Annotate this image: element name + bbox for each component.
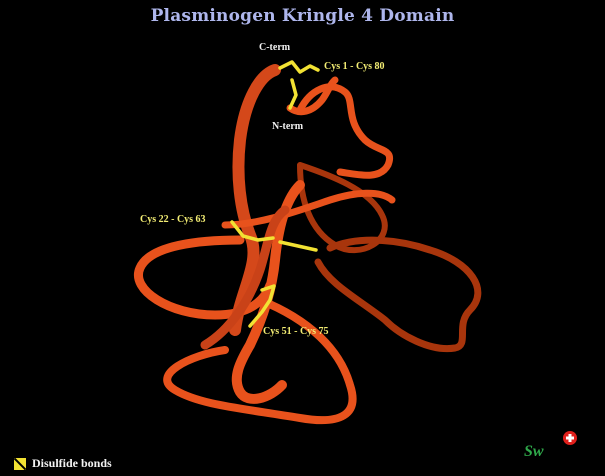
c-term-label: C-term [259, 42, 290, 53]
legend: Disulfide bonds [14, 456, 112, 471]
logo-text: Sw [524, 443, 544, 460]
disulfide-bond-1b [290, 80, 296, 108]
disulfide-bond-1 [280, 62, 318, 72]
swiss-logo: Sw [522, 426, 586, 466]
disulfide-bond-2b [280, 242, 316, 250]
cys51-cys75-label: Cys 51 - Cys 75 [263, 326, 329, 337]
cys1-cys80-label: Cys 1 - Cys 80 [324, 61, 385, 72]
legend-label: Disulfide bonds [32, 456, 112, 471]
ribbon-right-loop [318, 240, 478, 348]
disulfide-legend-swatch [14, 458, 26, 470]
ribbon-upper-loop [300, 87, 390, 175]
n-term-label: N-term [272, 121, 303, 132]
cys22-cys63-label: Cys 22 - Cys 63 [140, 214, 206, 225]
